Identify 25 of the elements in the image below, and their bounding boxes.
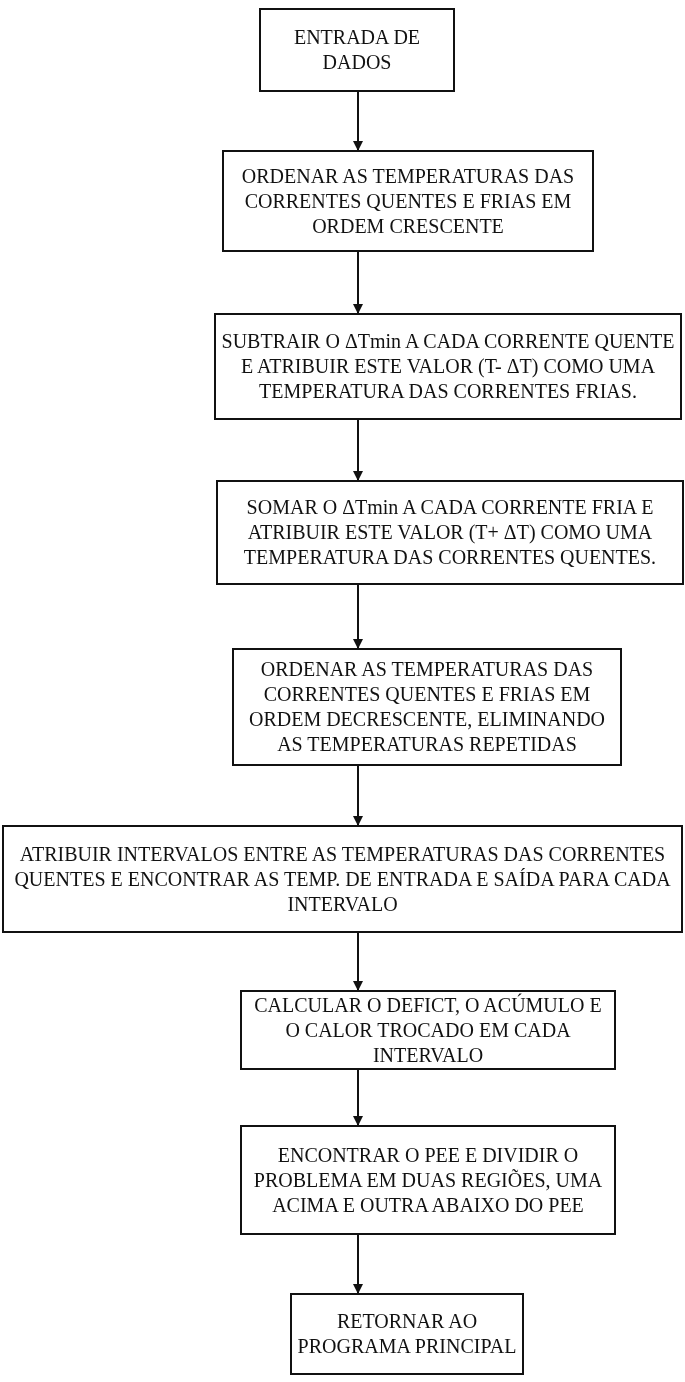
arrow: [353, 932, 363, 991]
process-box: [240, 1125, 616, 1235]
arrow: [353, 251, 363, 314]
arrow: [353, 1234, 363, 1294]
step-text: SOMAR O ΔTmin A CADA CORRENTE FRIA E ATRIBUIR ESTE VALOR (T+ ΔT) COMO UMA TEMPERATURA DAS CORRENTES QUENTES.: [242, 495, 658, 570]
process-box: [259, 8, 455, 92]
step-text: ENTRADA DE DADOS: [292, 25, 422, 75]
step-text: CALCULAR O DEFICT, O ACÚMULO E O CALOR TROCADO EM CADA INTERVALO: [253, 992, 603, 1068]
arrow: [353, 419, 363, 481]
process-box: [214, 313, 682, 420]
arrow: [353, 765, 363, 826]
process-box: [216, 480, 684, 585]
process-box: [222, 150, 594, 252]
step-text: ENCONTRAR O PEE E DIVIDIR O PROBLEMA EM DUAS REGIÕES, UMA ACIMA E OUTRA ABAIXO DO PEE: [252, 1142, 604, 1218]
process-box: [290, 1293, 524, 1375]
step-text: SUBTRAIR O ΔTmin A CADA CORRENTE QUENTE E ATRIBUIR ESTE VALOR (T- ΔT) COMO UMA TEMPERATURA DAS CORRENTES FRIAS.: [220, 329, 676, 404]
step-text: ORDENAR AS TEMPERATURAS DAS CORRENTES QUENTES E FRIAS EM ORDEM CRESCENTE: [240, 163, 576, 239]
process-box: [2, 825, 683, 933]
step-text: ORDENAR AS TEMPERATURAS DAS CORRENTES QUENTES E FRIAS EM ORDEM DECRESCENTE, ELIMINANDO AS TEMPERATURAS REPETIDAS: [247, 657, 607, 757]
arrow: [353, 91, 363, 151]
arrow: [353, 584, 363, 649]
step-text: ATRIBUIR INTERVALOS ENTRE AS TEMPERATURAS DAS CORRENTES QUENTES E ENCONTRAR AS TEMP. DE ENTRADA E SAÍDA PARA CADA INTERVALO: [13, 841, 672, 917]
process-box: [232, 648, 622, 766]
step-text: RETORNAR AO PROGRAMA PRINCIPAL: [296, 1309, 518, 1359]
arrow: [353, 1069, 363, 1126]
